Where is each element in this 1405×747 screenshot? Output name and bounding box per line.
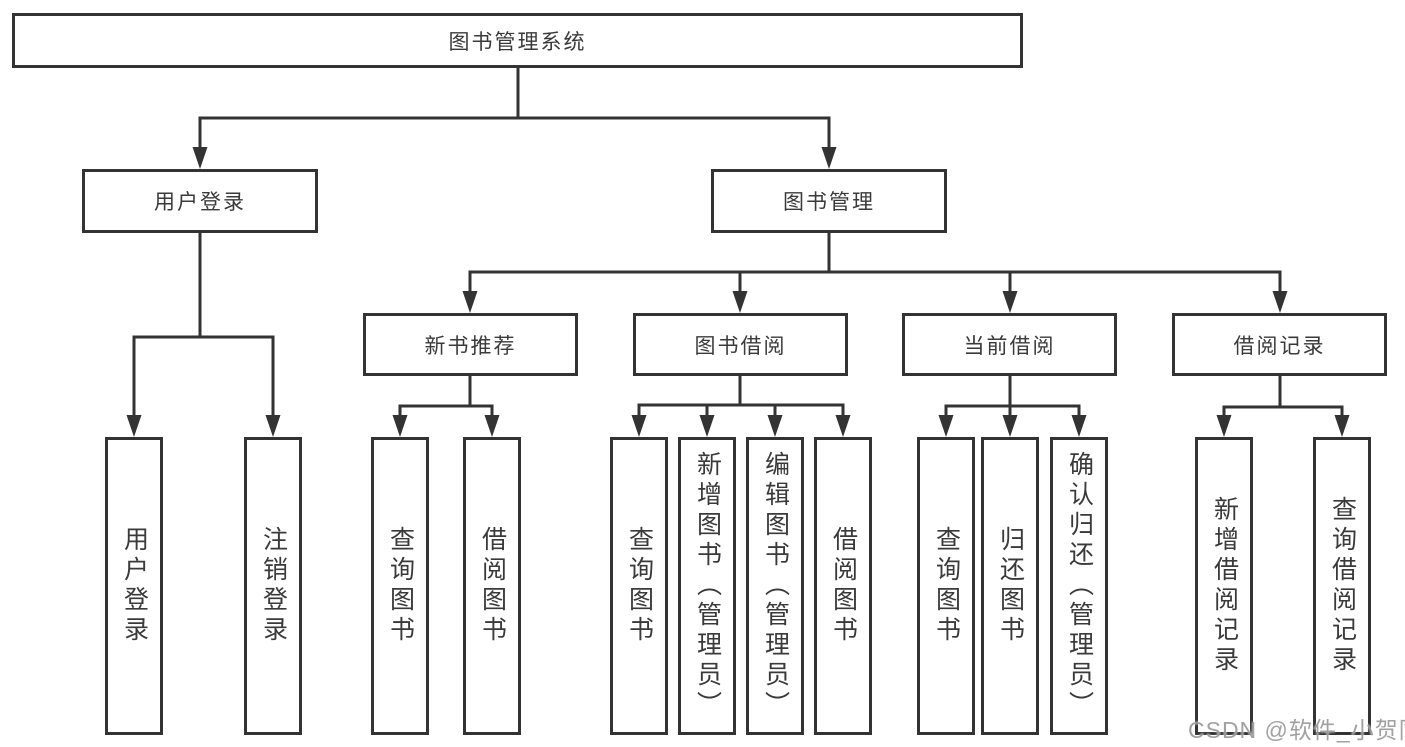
arrowhead-new-book-recommendation: [462, 291, 478, 313]
node-user-login: 用户登录: [82, 169, 318, 233]
leaf-recommend-query-books: 查询图书: [371, 437, 429, 735]
node-book-management: 图书管理: [711, 169, 947, 233]
leaf-current-query-books: 查询图书: [917, 437, 975, 735]
arrowhead-current-return: [1002, 415, 1018, 437]
arrowhead-recommend-borrow: [484, 415, 500, 437]
connector-recommendation-branch: [398, 374, 494, 418]
leaf-recommend-borrow-books: 借阅图书: [463, 437, 521, 735]
arrowhead-recommend-query: [392, 415, 408, 437]
leaf-query-borrow-record: 查询借阅记录: [1313, 437, 1371, 735]
leaf-edit-books-admin: 编辑图书（管理员）: [746, 437, 804, 735]
connector-records-branch: [1222, 374, 1344, 418]
leaf-user-login: 用户登录: [105, 437, 163, 735]
leaf-borrowing-borrow-books: 借阅图书: [814, 437, 872, 735]
node-borrowing-records: 借阅记录: [1172, 313, 1387, 376]
connector-book-management-branch: [468, 231, 1282, 293]
leaf-return-books: 归还图书: [981, 437, 1039, 735]
leaf-borrowing-query-books: 查询图书: [610, 437, 668, 735]
connector-root-to-level2: [198, 66, 831, 149]
arrowhead-borrowing-add: [699, 415, 715, 437]
connector-borrowing-branch: [637, 374, 845, 418]
arrowhead-leaf-logout: [265, 415, 281, 437]
arrowhead-leaf-user-login: [126, 415, 142, 437]
node-book-borrowing: 图书借阅: [633, 313, 848, 376]
arrowhead-current-confirm: [1071, 415, 1087, 437]
arrowhead-records-add: [1216, 415, 1232, 437]
arrowhead-borrowing-edit: [767, 415, 783, 437]
leaf-add-books-admin: 新增图书（管理员）: [678, 437, 736, 735]
arrowhead-user-login: [192, 147, 208, 169]
arrowhead-current-borrowing: [1002, 291, 1018, 313]
arrowhead-borrowing-query: [631, 415, 647, 437]
connector-current-branch: [944, 374, 1081, 418]
arrowhead-book-management: [821, 147, 837, 169]
leaf-logout-login: 注销登录: [244, 437, 302, 735]
arrowhead-borrowing-records: [1272, 291, 1288, 313]
arrowhead-book-borrowing: [732, 291, 748, 313]
arrowhead-borrowing-borrow: [835, 415, 851, 437]
connector-user-login-branch: [132, 231, 275, 418]
node-new-book-recommendation: 新书推荐: [363, 313, 578, 376]
leaf-add-borrow-record: 新增借阅记录: [1195, 437, 1253, 735]
leaf-confirm-return-admin: 确认归还（管理员）: [1050, 437, 1108, 735]
node-current-borrowing: 当前借阅: [902, 313, 1117, 376]
arrowhead-records-query: [1334, 415, 1350, 437]
arrowhead-current-query: [938, 415, 954, 437]
node-library-system: 图书管理系统: [12, 13, 1023, 68]
